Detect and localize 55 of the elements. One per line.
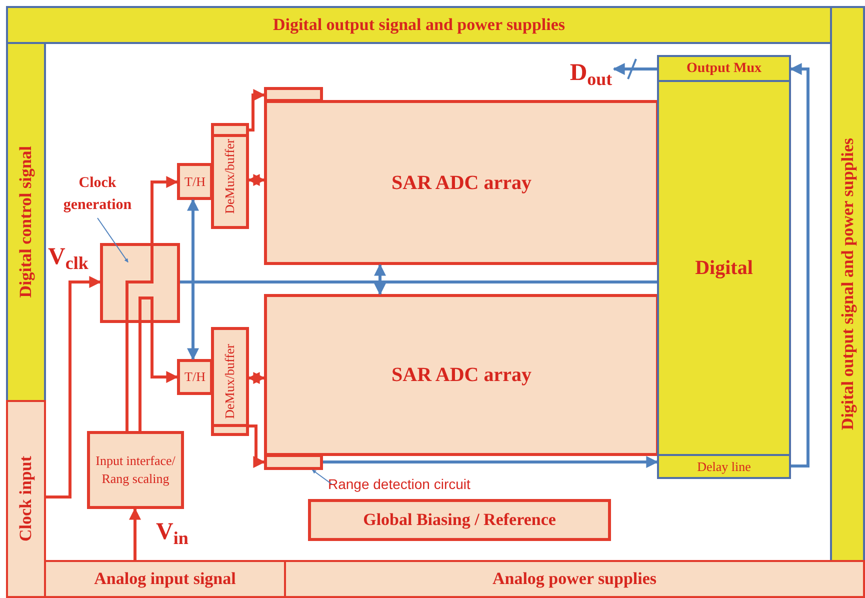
- connector-arrow: [150, 323, 178, 383]
- block-label: SAR ADC array: [392, 170, 532, 196]
- connector-arrow: [323, 456, 658, 468]
- block-label: Clock generation: [62, 174, 133, 215]
- connector-arrow: [129, 508, 141, 560]
- left-band: [6, 42, 46, 402]
- bottom-band: [284, 560, 865, 598]
- band-label: Digital output signal and power supplies: [836, 138, 858, 430]
- right-band: [830, 6, 865, 562]
- block-label: Range detection circuit: [328, 474, 470, 494]
- adc-array-box: [264, 294, 659, 456]
- leader-line: [97, 218, 128, 263]
- top-band: [6, 6, 832, 44]
- block-label: T/H: [184, 368, 206, 386]
- leader-line: [312, 470, 332, 484]
- connector-arrow: [187, 198, 199, 360]
- connector-arrow: [249, 424, 266, 468]
- demux-buffer-box: [211, 327, 249, 436]
- clock-input-band: [6, 400, 46, 598]
- block-label: Output Mux: [686, 60, 762, 78]
- connector-arrow: [612, 63, 657, 75]
- track-hold-box: [177, 359, 213, 395]
- band-label: Analog power supplies: [492, 568, 657, 590]
- block-label: SAR ADC array: [392, 363, 532, 388]
- clock-generation-box: [100, 243, 180, 323]
- block-label: DeMux/buffer: [221, 344, 238, 419]
- connector-arrow: [790, 63, 810, 468]
- block-label: DeMux/buffer: [221, 138, 238, 214]
- demux-buffer-box: [211, 123, 249, 229]
- band-label: Digital control signal: [15, 146, 36, 298]
- connector-arrow: [248, 372, 266, 384]
- range-detection-box: [264, 454, 323, 470]
- block-label: T/H: [184, 172, 206, 191]
- band-label: Analog input signal: [94, 568, 236, 590]
- connector-arrow: [150, 176, 178, 243]
- track-hold-box: [177, 163, 213, 200]
- connector-arrow: [249, 89, 266, 132]
- biasing-reference-box: [308, 499, 611, 541]
- edge-label: V$_{in}$: [156, 520, 188, 544]
- block-label: Delay line: [697, 458, 751, 476]
- bottom-band: [44, 560, 286, 598]
- block-label: Global Biasing / Reference: [363, 509, 556, 532]
- output-mux-box: [657, 55, 791, 82]
- block-label: Input interface/ Rang scaling: [94, 452, 176, 488]
- connector-arrow: [46, 276, 102, 498]
- connector-arrow: [374, 264, 386, 296]
- block-label: Digital: [695, 256, 753, 281]
- block-label: D$_{out}$: [570, 61, 612, 85]
- edge-label: V$_{clk}$: [48, 245, 88, 269]
- adc-array-box: [264, 100, 659, 265]
- input-interface-box: [87, 431, 184, 509]
- band-label: Digital output signal and power supplies: [272, 14, 566, 36]
- digital-block: [657, 80, 791, 456]
- band-label: Clock input: [15, 456, 36, 542]
- connector-arrow: [248, 174, 266, 186]
